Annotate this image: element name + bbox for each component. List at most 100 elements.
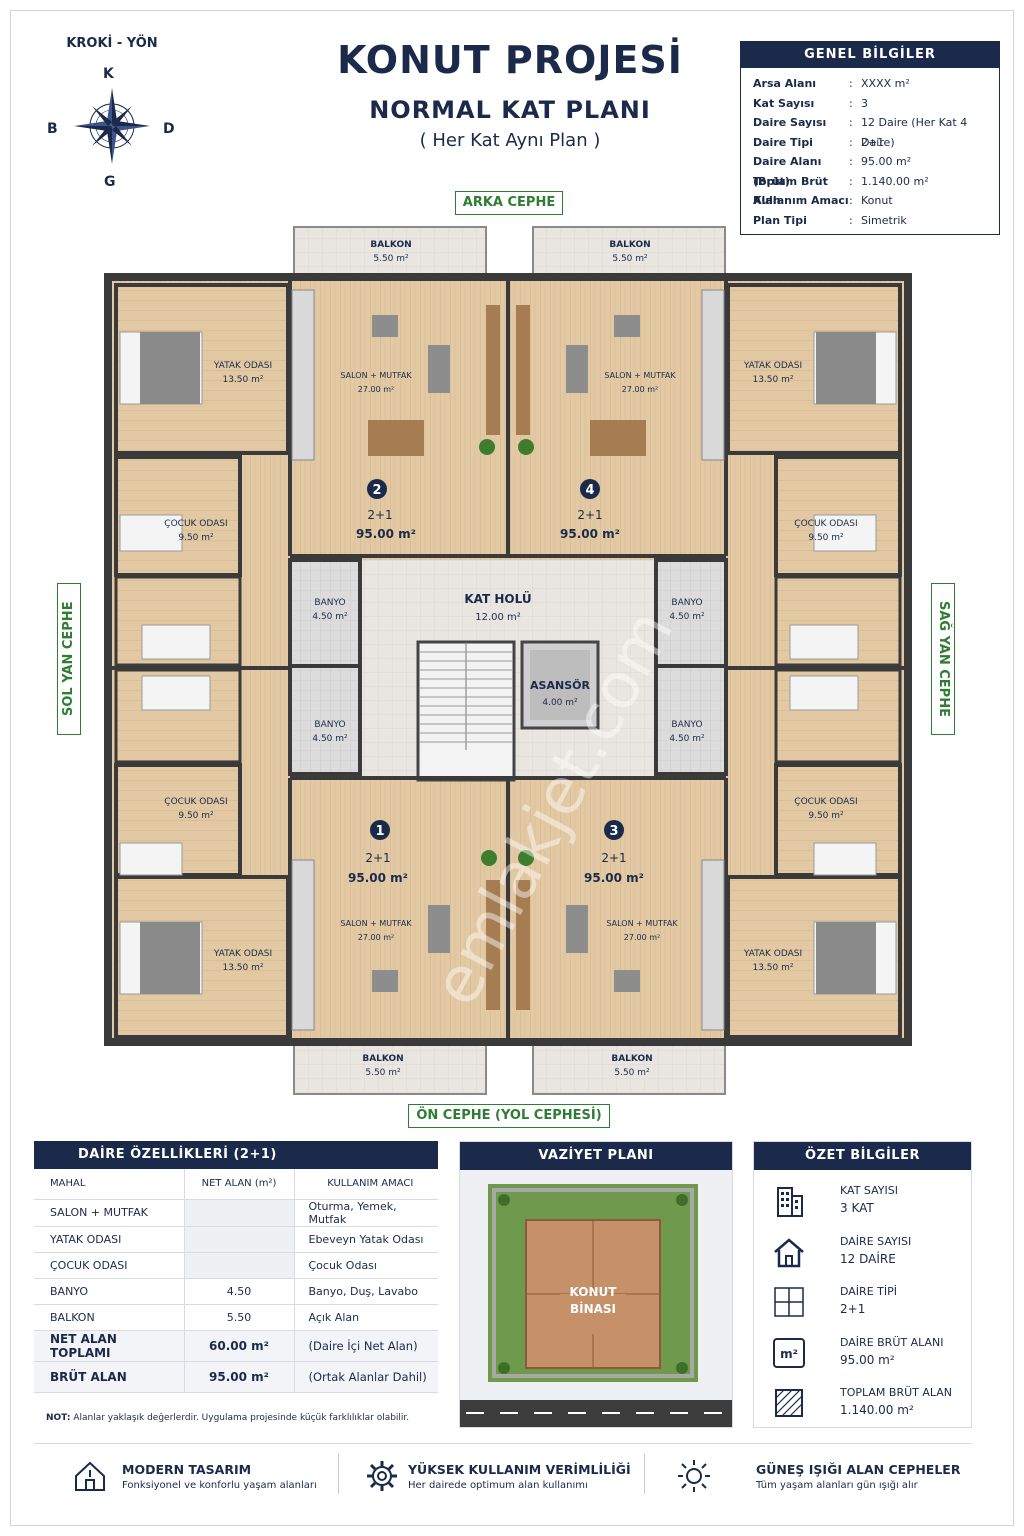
summary-label: KAT SAYISI (840, 1184, 898, 1197)
cell-kullanim: Çocuk Odası (294, 1252, 438, 1279)
general-info-row: Arsa Alanı: XXXX m² (741, 74, 999, 94)
child-room-area: 9.50 m² (808, 533, 844, 543)
living-kitchen-label: SALON + MUTFAK (606, 919, 678, 928)
cell-kullanim: Ebeveyn Yatak Odası (294, 1226, 438, 1253)
compass-west: B (47, 121, 58, 137)
col-net-alan: NET ALAN (m²) (183, 1169, 295, 1200)
living-kitchen-area: 27.00 m² (358, 385, 394, 394)
left-facade-label: SOL YAN CEPHE (57, 583, 81, 735)
building-label-line1: KONUT (570, 1285, 618, 1299)
unit-area: 95.00 m² (584, 871, 644, 885)
bathroom-area: 4.50 m² (669, 734, 705, 744)
bedroom-label: YATAK ODASI (213, 361, 272, 371)
feature-efficiency: YÜKSEK KULLANIM VERİMLİLİĞİ Her dairede … (362, 1456, 652, 1496)
general-info-key: Toplam Brüt Alan (753, 174, 828, 208)
bathroom-label: BANYO (314, 720, 345, 730)
summary-header: ÖZET BİLGİLER (754, 1142, 971, 1170)
balconies (293, 226, 726, 1095)
bedroom-label: YATAK ODASI (743, 361, 802, 371)
unit-number-badge: 1 (375, 824, 384, 839)
back-facade-label: ARKA CEPHE (455, 191, 563, 215)
unit-features-table: MAHAL NET ALAN (m²) KULLANIM AMACI SALON… (34, 1169, 438, 1393)
compass-title: KROKİ - YÖN (66, 36, 158, 51)
balcony-label: BALKON (611, 1054, 652, 1064)
right-facade-label: SAĞ YAN CEPHE (931, 583, 955, 735)
unit-features-header: DAİRE ÖZELLİKLERİ (2+1) (34, 1141, 438, 1169)
unit-number-badge: 4 (585, 483, 594, 498)
child-room-area: 9.50 m² (808, 811, 844, 821)
footnote-label: NOT: (46, 1413, 71, 1423)
living-kitchen-area: 27.00 m² (624, 933, 660, 942)
page-subtitle-note: ( Her Kat Aynı Plan ) (419, 130, 601, 151)
balcony-area: 5.50 m² (612, 254, 648, 264)
general-info-value: 2+1 (861, 135, 885, 149)
feature-sunlight: GÜNEŞ IŞIĞI ALAN CEPHELER Tüm yaşam alan… (674, 1456, 964, 1496)
general-info-value: 1.140.00 m² (861, 174, 929, 188)
general-info-colon: : (849, 96, 853, 110)
hatch-icon (775, 1389, 803, 1417)
net-total-desc: (Daire İçi Net Alan) (294, 1330, 438, 1362)
cell-kullanim: Oturma, Yemek, Mutfak (294, 1199, 438, 1227)
cell-net-alan (183, 1199, 295, 1227)
general-info-key: Daire Alanı (Brüt) (753, 155, 822, 188)
site-plan-map: KONUT BİNASI (460, 1184, 732, 1427)
child-room-label: ÇOCUK ODASI (164, 797, 227, 807)
general-info-key: Daire Sayısı (753, 116, 827, 129)
summary-value: 12 DAİRE (840, 1251, 896, 1266)
bathroom-area: 4.50 m² (669, 612, 705, 622)
general-info-key: Arsa Alanı (753, 77, 817, 90)
general-info-row: Daire Sayısı:12 Daire (Her Kat 4 Daire) (741, 113, 999, 149)
net-total-label: NET ALAN TOPLAMI (34, 1330, 184, 1362)
feature-modern: MODERN TASARIM Fonksiyonel ve konforlu y… (68, 1456, 358, 1496)
house-icon (774, 1237, 804, 1267)
footer-divider (338, 1454, 339, 1494)
general-info-row: Toplam Brüt Alan:1.140.00 m² (741, 172, 999, 208)
balcony-label: BALKON (370, 240, 411, 250)
sun-icon (678, 1460, 710, 1492)
general-info-row: Kullanım Amacı:Konut (741, 191, 999, 211)
general-info-row: Daire Alanı (Brüt):95.00 m² (741, 152, 999, 188)
brut-total-desc: (Ortak Alanlar Dahil) (294, 1361, 438, 1393)
bedroom-label: YATAK ODASI (743, 949, 802, 959)
living-kitchen-label: SALON + MUTFAK (340, 919, 412, 928)
general-info-key: Kat Sayısı (753, 96, 815, 110)
feature-efficiency-desc: Her dairede optimum alan kullanımı (408, 1480, 588, 1491)
site-plan-panel: VAZİYET PLANI KONUT BİNASI (459, 1141, 733, 1428)
bathroom-label: BANYO (314, 598, 345, 608)
cell-kullanim: Açık Alan (294, 1304, 438, 1331)
child-room-label: ÇOCUK ODASI (794, 797, 857, 807)
unit-type: 2+1 (367, 508, 392, 522)
cell-net-alan (183, 1252, 295, 1279)
modern-design-icon (75, 1461, 105, 1491)
general-info-value: XXXX m² (861, 77, 910, 90)
summary-label: DAİRE SAYISI (840, 1234, 912, 1248)
bathroom-area: 4.50 m² (312, 612, 348, 622)
bedroom-area: 13.50 m² (222, 963, 263, 973)
balcony-area: 5.50 m² (365, 1068, 401, 1078)
elevator-area: 4.00 m² (542, 698, 578, 708)
cell-net-alan: 4.50 (183, 1278, 295, 1305)
general-info-colon: : (849, 155, 853, 168)
general-info-colon: : (849, 77, 853, 90)
living-kitchen-area: 27.00 m² (622, 385, 658, 394)
elevator-label: ASANSÖR (530, 678, 590, 692)
summary-item: DAİRE SAYISI 12 DAİRE (754, 1235, 973, 1285)
living-kitchen-label: SALON + MUTFAK (340, 371, 412, 380)
general-info-key: Daire Tipi (753, 135, 813, 149)
general-info-value: 12 Daire (Her Kat 4 Daire) (861, 116, 968, 149)
m2-icon-text: m² (780, 1347, 798, 1361)
child-room-area: 9.50 m² (178, 533, 214, 543)
child-room-area: 9.50 m² (178, 811, 214, 821)
general-info-colon: : (849, 135, 853, 149)
general-info-value: 3 (861, 96, 868, 110)
unit-type: 2+1 (365, 851, 390, 865)
general-info-colon: : (849, 174, 853, 188)
page-frame (10, 10, 1014, 1526)
